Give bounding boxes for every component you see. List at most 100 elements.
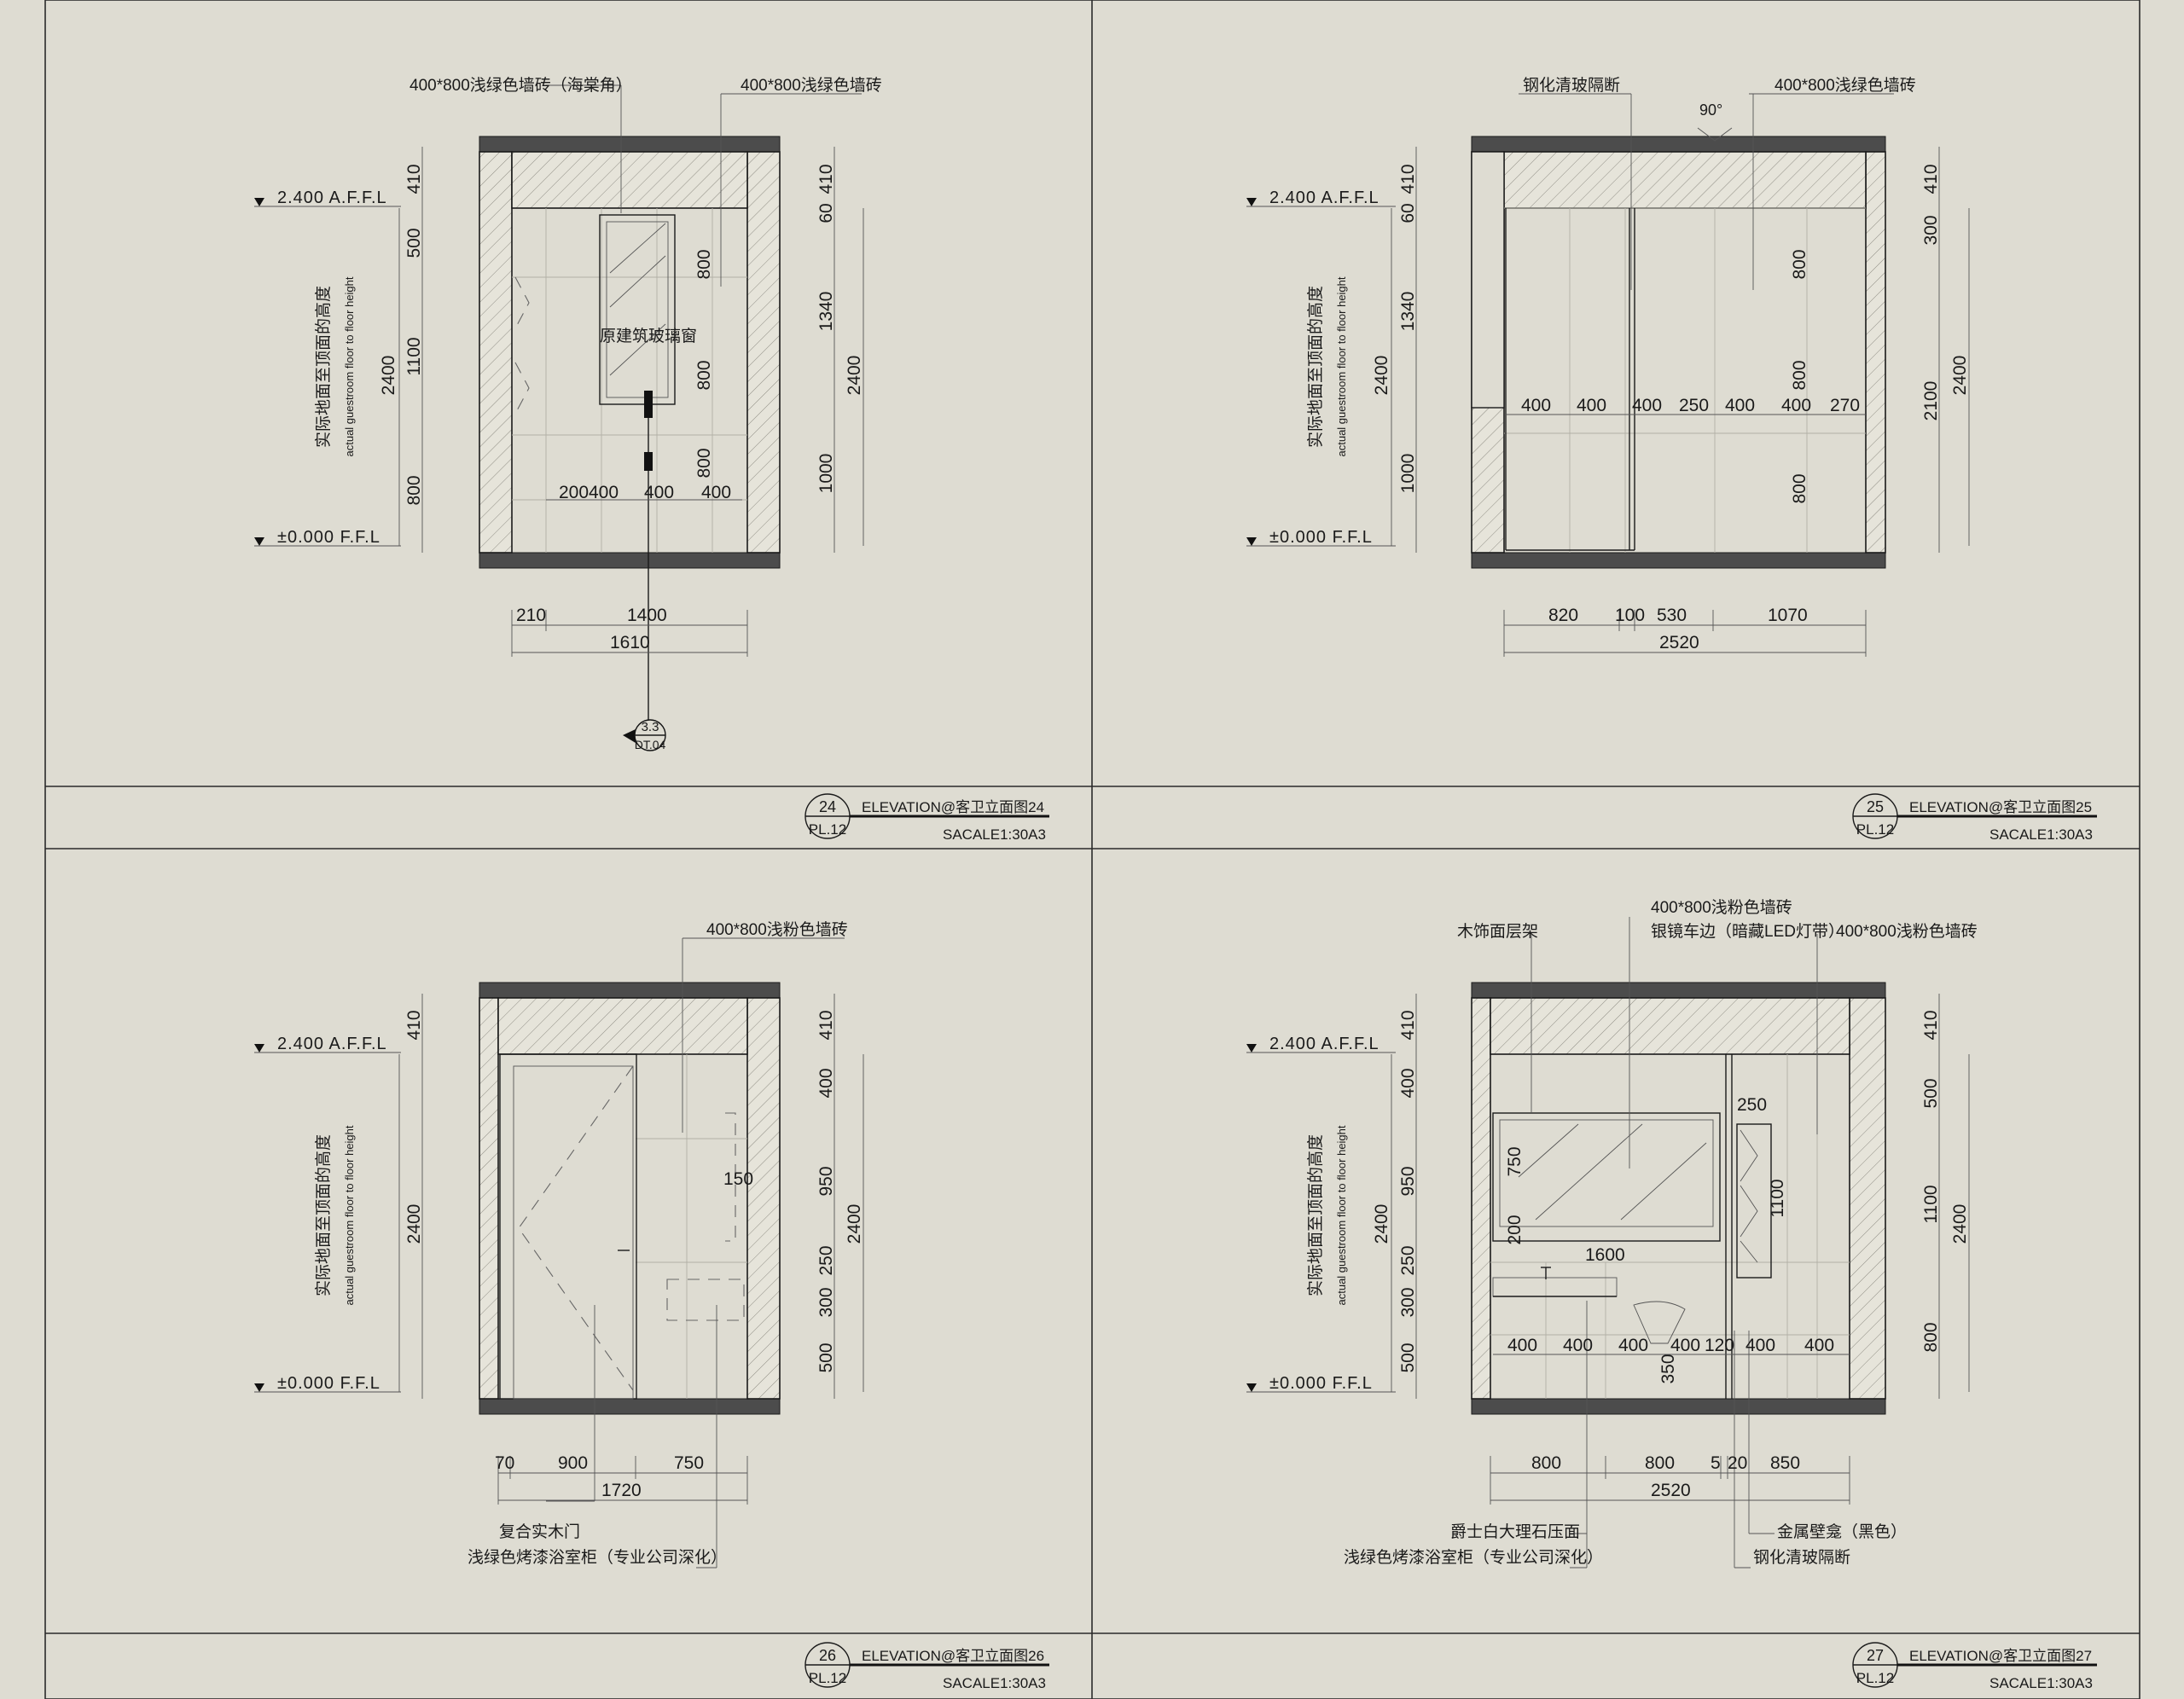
dim-total: 2400 [1372,1204,1391,1244]
dim: 1340 [1398,292,1418,332]
dim: 60 [816,203,836,223]
label-angle: 90° [1699,101,1722,119]
dim: 1100 [1921,1185,1941,1223]
level-floor: ±0.000 F.F.L [1269,528,1373,547]
dim: 250 [1679,396,1709,415]
dims-bottom-24: 210 1400 1610 [511,606,748,657]
label-door: 复合实木门 [499,1522,580,1541]
dim-total: 2400 [379,356,398,396]
drawing-number: 25 [1867,798,1884,815]
label-tile-pink: 400*800浅粉色墙砖 [1836,922,1978,941]
dim: 20 [1728,1453,1747,1473]
dim: 820 [1548,606,1578,625]
dims-right-25: 410 300 2100 2400 [1921,147,1970,553]
dim: 1070 [1768,606,1808,625]
dims-bottom-25: 820 100 530 1070 2520 [1503,606,1867,657]
sheet-ref: PL.12 [809,821,846,838]
dim: 800 [694,360,714,390]
dim: 100 [1615,606,1645,625]
label-vanity: 浅绿色烤漆浴室柜（专业公司深化） [468,1548,727,1567]
label-tile-pink: 400*800浅粉色墙砖 [706,920,848,939]
dim: 250 [1398,1245,1418,1275]
dim: 250 [1737,1095,1767,1115]
height-note-cn: 实际地面至顶面的高度 [1306,286,1325,448]
dim: 800 [1645,1453,1675,1473]
dim-total: 1610 [610,633,650,652]
dim: 300 [1398,1287,1418,1317]
label-vanity: 浅绿色烤漆浴室柜（专业公司深化） [1344,1548,1603,1567]
height-note-cn: 实际地面至顶面的高度 [1306,1134,1325,1296]
sheet-ref: PL.12 [809,1670,846,1686]
dim: 400 [644,483,674,502]
mirror-27 [1492,1112,1721,1242]
dim: 410 [404,1010,424,1040]
dim: 150 [723,1169,753,1189]
dim: 200 [559,483,589,502]
dim-total: 2520 [1651,1481,1691,1500]
dims-right-26: 410 400 950 250 300 500 2400 [816,994,864,1399]
label-window: 原建筑玻璃窗 [600,327,697,345]
dim: 2400 [404,1204,424,1244]
dim: 300 [1921,215,1941,245]
level-floor: ±0.000 F.F.L [1269,1374,1373,1393]
dim: 400 [589,483,619,502]
dim: 500 [816,1342,836,1372]
dim: 400 [816,1068,836,1098]
dims-tiles-25: 400 400 400 250 400 400 270 [1506,396,1866,415]
dim-total: 2400 [1950,1204,1970,1244]
dim: 500 [1921,1078,1941,1108]
dim: 410 [1921,164,1941,194]
height-note-en: actual guestroom floor to floor height [1335,1125,1348,1305]
dim: 410 [404,164,424,194]
sheet-ref: PL.12 [1856,1670,1894,1686]
dim: 210 [516,606,546,625]
dim: 1340 [816,292,836,332]
dims-right-27: 410 500 1100 800 2400 [1921,994,1970,1399]
dim: 400 [1632,396,1662,415]
dim: 750 [1505,1146,1525,1176]
dim: 400 [1725,396,1755,415]
dim: 800 [694,249,714,279]
niche-27 [1736,1123,1772,1279]
dim: 800 [1531,1453,1561,1473]
drawing-scale: SACALE1:30A3 [943,826,1046,843]
drawing-title: ELEVATION@客卫立面图27 [1909,1648,2092,1664]
label-tile-green: 400*800浅绿色墙砖 [1774,76,1916,95]
level-marks-26: 2.400 A.F.F.L ±0.000 F.F.L 实际地面至顶面的高度 ac… [254,1035,401,1393]
label-mirror: 银镜车边（暗藏LED灯带） [1651,922,1844,941]
drawing-scale: SACALE1:30A3 [1989,1675,2093,1691]
level-marks-27: 2.400 A.F.F.L ±0.000 F.F.L 实际地面至顶面的高度 ac… [1246,1035,1396,1393]
tile-grid-27 [1490,1054,1850,1399]
drawing-number: 27 [1867,1647,1884,1664]
title-block-27: 27 PL.12 ELEVATION@客卫立面图27 SACALE1:30A3 [1852,1642,2097,1691]
dim: 800 [694,448,714,478]
drawing-scale: SACALE1:30A3 [1989,826,2093,843]
dims-left-26: 410 2400 [398,994,424,1399]
vanity-27 [1492,1267,1686,1344]
tile-grid-26 [636,1054,747,1399]
drawing-title: ELEVATION@客卫立面图24 [862,799,1044,815]
dims-bottom-26: 70 900 750 1720 [495,1453,748,1505]
dim: 400 [1521,396,1551,415]
level-top: 2.400 A.F.F.L [277,188,387,207]
level-top: 2.400 A.F.F.L [1269,188,1380,207]
sheet-frame [44,0,2140,1699]
label-wood-shelf: 木饰面层架 [1457,922,1538,941]
dim: 350 [1658,1354,1678,1383]
dim: 750 [674,1453,704,1473]
tile-grid-25 [1504,207,1866,553]
sheet-ref: PL.12 [1856,821,1894,838]
drawing-scale: SACALE1:30A3 [943,1675,1046,1691]
window-24 [599,214,676,405]
dim: 270 [1830,396,1860,415]
section-marker-24: 3.3 DT.04 [623,719,666,751]
door-26 [499,1053,637,1400]
dim: 60 [1398,203,1418,223]
dim: 900 [558,1453,588,1473]
dim-total: 2520 [1659,633,1699,652]
dim: 410 [1398,1010,1418,1040]
dims-tiles-27: 400 400 400 400 120 400 400 [1493,1336,1850,1355]
dim-total: 2400 [1372,356,1391,396]
dim: 120 [1705,1336,1734,1355]
